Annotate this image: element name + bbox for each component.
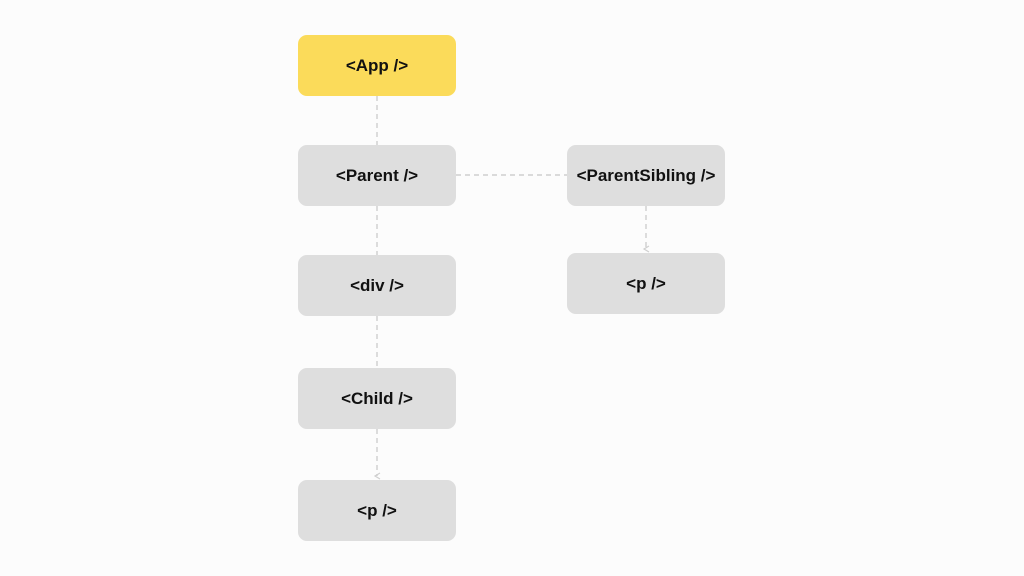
child-node-label: <Child /> (341, 388, 413, 408)
div-node-label: <div /> (350, 275, 404, 295)
parent-sibling-node: <ParentSibling /> (567, 145, 725, 206)
parent-node-label: <Parent /> (335, 165, 419, 185)
div-node: <div /> (298, 255, 456, 316)
sibling-p-node-label: <p /> (626, 273, 666, 293)
parent-node: <Parent /> (298, 145, 456, 206)
parent-sibling-node-label: <ParentSibling /> (576, 165, 716, 185)
app-node-label: <App /> (345, 55, 409, 75)
child-p-node: <p /> (298, 480, 456, 541)
sibling-p-node: <p /> (567, 253, 725, 314)
app-node: <App /> (298, 35, 456, 96)
child-node: <Child /> (298, 368, 456, 429)
child-p-node-label: <p /> (357, 500, 397, 520)
